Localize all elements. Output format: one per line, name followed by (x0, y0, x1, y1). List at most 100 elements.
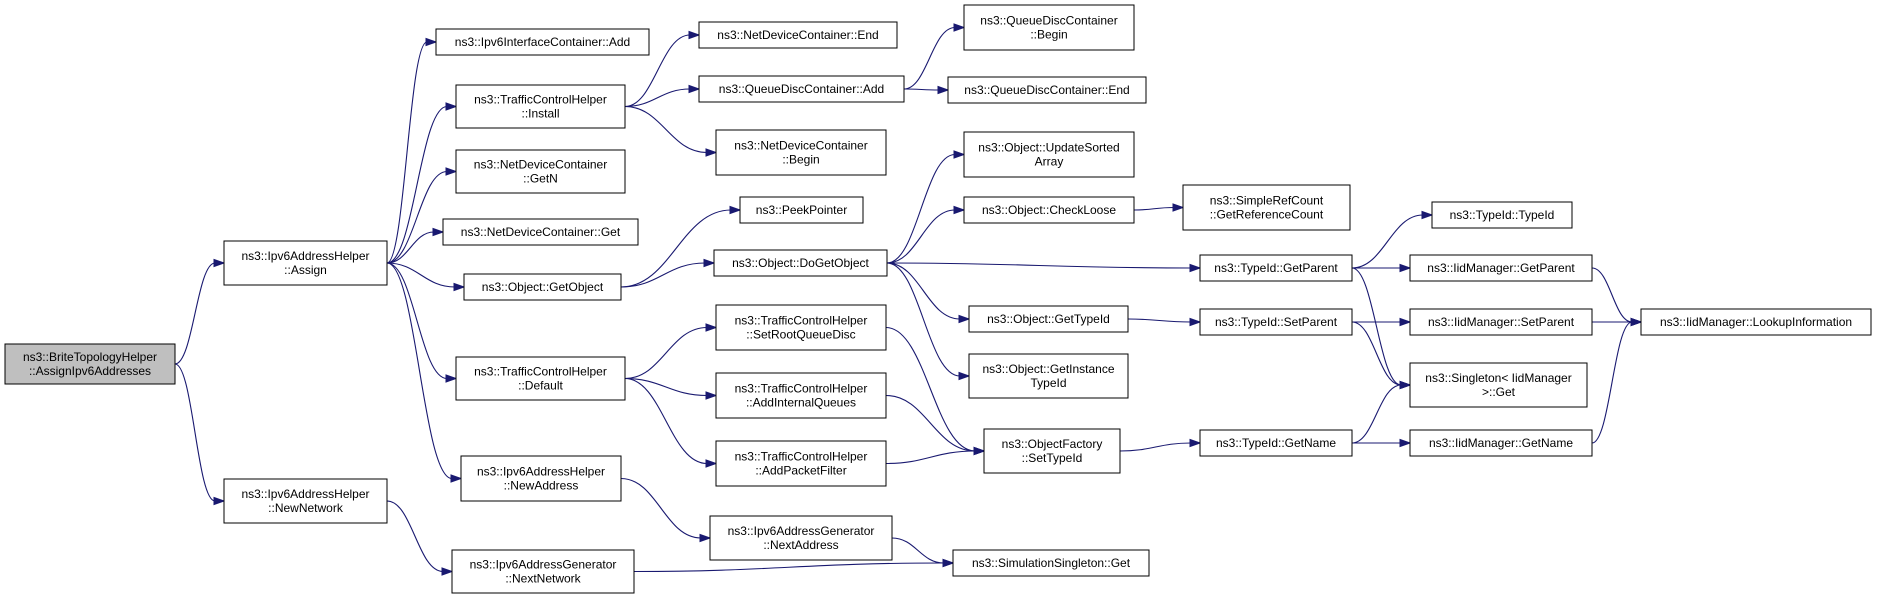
edge-root-to-newnetwork (174, 363, 226, 506)
node-ipv6addressgenerator-nextnetwork[interactable]: ns3::Ipv6AddressGenerator::NextNetwork (451, 549, 635, 594)
arrowhead-icon (1189, 263, 1202, 273)
node-label-line: ns3::QueueDiscContainer::End (964, 83, 1129, 97)
node-box (739, 196, 864, 224)
node-queuedisccontainer-add[interactable]: ns3::QueueDiscContainer::Add (698, 75, 905, 103)
edge-qdcadd-to-qdcend (903, 85, 950, 95)
edge-line (386, 105, 448, 264)
node-label-line: ::Assign (284, 263, 327, 277)
edge-tchinstall-to-ndcbegin (624, 105, 718, 157)
edge-line (1119, 442, 1192, 452)
node-singleton-iidmanager-get[interactable]: ns3::Singleton< IidManager >::Get (1409, 362, 1588, 408)
node-trafficcontrolhelper-addpacketfilter[interactable]: ns3::TrafficControlHelper::AddPacketFilt… (715, 440, 887, 487)
arrowhead-icon (937, 85, 950, 95)
node-typeid-setparent[interactable]: ns3::TypeId::SetParent (1199, 308, 1353, 336)
node-label-line: ns3::QueueDiscContainer::Add (719, 82, 884, 96)
node-box (715, 304, 887, 351)
node-trafficcontrolhelper-default[interactable]: ns3::TrafficControlHelper::Default (455, 356, 626, 401)
node-label-line: ns3::IidManager::SetParent (1428, 315, 1575, 329)
node-typeid-getname[interactable]: ns3::TypeId::GetName (1199, 429, 1353, 457)
node-object-gettypeid[interactable]: ns3::Object::GetTypeId (968, 305, 1129, 333)
arrowhead-icon (445, 167, 458, 176)
edge-line (386, 231, 435, 264)
edge-tidgetname-to-singletonget (1351, 380, 1412, 444)
arrowhead-icon (699, 533, 712, 543)
node-box (451, 549, 635, 594)
edge-line (386, 262, 453, 480)
node-objectfactory-settypeid[interactable]: ns3::ObjectFactory::SetTypeId (983, 428, 1121, 474)
node-netdevicecontainer-getn[interactable]: ns3::NetDeviceContainer::GetN (455, 149, 626, 194)
edge-line (1351, 214, 1424, 269)
edge-nextnetwork-to-simsingleton (633, 558, 955, 573)
node-queuedisccontainer-end[interactable]: ns3::QueueDiscContainer::End (947, 76, 1147, 104)
edge-line (386, 170, 448, 264)
edge-line (886, 262, 961, 320)
edge-assign-to-ndcget (386, 227, 445, 264)
arrowhead-icon (1399, 438, 1412, 448)
node-trafficcontrolhelper-addinternalqueues[interactable]: ns3::TrafficControlHelper::AddInternalQu… (715, 372, 887, 419)
node-peekpointer[interactable]: ns3::PeekPointer (739, 196, 864, 224)
node-object-getobject[interactable]: ns3::Object::GetObject (463, 273, 622, 301)
node-box (963, 196, 1135, 224)
edge-line (620, 262, 706, 288)
node-iidmanager-getname[interactable]: ns3::IidManager::GetName (1409, 429, 1593, 457)
node-ipv6addresshelper-newnetwork[interactable]: ns3::Ipv6AddressHelper::NewNetwork (223, 478, 388, 524)
node-netdevicecontainer-get[interactable]: ns3::NetDeviceContainer::Get (442, 218, 639, 246)
arrowhead-icon (703, 258, 716, 268)
node-ipv6interfacecontainer-add[interactable]: ns3::Ipv6InterfaceContainer::Add (435, 28, 650, 56)
edge-line (1351, 267, 1402, 386)
edge-line (620, 209, 732, 288)
node-label-line: ns3::PeekPointer (756, 203, 847, 217)
node-trafficcontrolhelper-install[interactable]: ns3::TrafficControlHelper::Install (455, 84, 626, 129)
node-box (968, 353, 1129, 399)
node-ipv6addresshelper-newaddress[interactable]: ns3::Ipv6AddressHelper::NewAddress (460, 455, 622, 502)
node-label-line: ::Default (518, 379, 563, 393)
edge-line (1133, 206, 1175, 211)
node-label-line: ns3::TypeId::TypeId (1450, 208, 1555, 222)
node-label-line: ::AddInternalQueues (746, 396, 856, 410)
node-netdevicecontainer-end[interactable]: ns3::NetDeviceContainer::End (698, 21, 898, 49)
edge-line (886, 262, 961, 377)
edge-line (885, 450, 976, 465)
edge-assign-to-tchinstall (386, 102, 458, 264)
edge-dogetobject-to-checkloose (886, 205, 966, 264)
node-typeid-typeid[interactable]: ns3::TypeId::TypeId (1431, 201, 1573, 229)
node-label-line: ns3::NetDeviceContainer::Get (461, 225, 621, 239)
node-object-checkloose[interactable]: ns3::Object::CheckLoose (963, 196, 1135, 224)
edge-tchinstall-to-ndcend (624, 30, 701, 108)
edge-addpf-to-ofsettypeid (885, 446, 986, 465)
edge-tchdefault-to-setrootqd (624, 323, 718, 380)
node-netdevicecontainer-begin[interactable]: ns3::NetDeviceContainer::Begin (715, 129, 887, 176)
node-iidmanager-getparent[interactable]: ns3::IidManager::GetParent (1409, 254, 1593, 282)
node-label-line: ns3::TrafficControlHelper (474, 93, 607, 107)
node-trafficcontrolhelper-setrootqueuedisc[interactable]: ns3::TrafficControlHelper::SetRootQueueD… (715, 304, 887, 351)
edge-iidgetname-to-lookupinfo (1591, 317, 1643, 444)
edge-line (386, 41, 428, 264)
node-box (1182, 184, 1351, 231)
node-iidmanager-setparent[interactable]: ns3::IidManager::SetParent (1409, 308, 1593, 336)
edge-getobject-to-dogetobject (620, 258, 716, 288)
node-simulationsingleton-get[interactable]: ns3::SimulationSingleton::Get (952, 549, 1150, 577)
edge-newnetwork-to-nextnetwork (386, 500, 454, 576)
arrowhead-icon (445, 374, 458, 383)
node-ipv6addressgenerator-nextaddress[interactable]: ns3::Ipv6AddressGenerator::NextAddress (709, 515, 893, 561)
node-queuedisccontainer-begin[interactable]: ns3::QueueDiscContainer::Begin (963, 4, 1135, 51)
node-typeid-getparent[interactable]: ns3::TypeId::GetParent (1199, 254, 1353, 282)
edge-tidgetparent-to-tidtypeid (1351, 210, 1434, 269)
node-ipv6addresshelper-assign[interactable]: ns3::Ipv6AddressHelper::Assign (223, 240, 388, 286)
node-label-line: ns3::Ipv6InterfaceContainer::Add (455, 35, 630, 49)
arrowhead-icon (1399, 380, 1412, 390)
node-label-line: ns3::Object::GetObject (482, 280, 604, 294)
node-label-line: ns3::Ipv6AddressGenerator (728, 524, 875, 538)
call-nodes: ns3::BriteTopologyHelper::AssignIpv6Addr… (4, 4, 1872, 594)
node-object-dogetobject[interactable]: ns3::Object::DoGetObject (713, 249, 888, 277)
node-box (715, 129, 887, 176)
node-box (713, 249, 888, 277)
node-iidmanager-lookupinformation[interactable]: ns3::IidManager::LookupInformation (1640, 308, 1872, 336)
edge-addintq-to-ofsettypeid (885, 394, 986, 456)
node-label-line: ns3::Object::CheckLoose (982, 203, 1116, 217)
node-simplerefcount-getreferencecount[interactable]: ns3::SimpleRefCount::GetReferenceCount (1182, 184, 1351, 231)
node-box (435, 28, 650, 56)
node-label-line: ns3::Ipv6AddressHelper (477, 465, 605, 479)
